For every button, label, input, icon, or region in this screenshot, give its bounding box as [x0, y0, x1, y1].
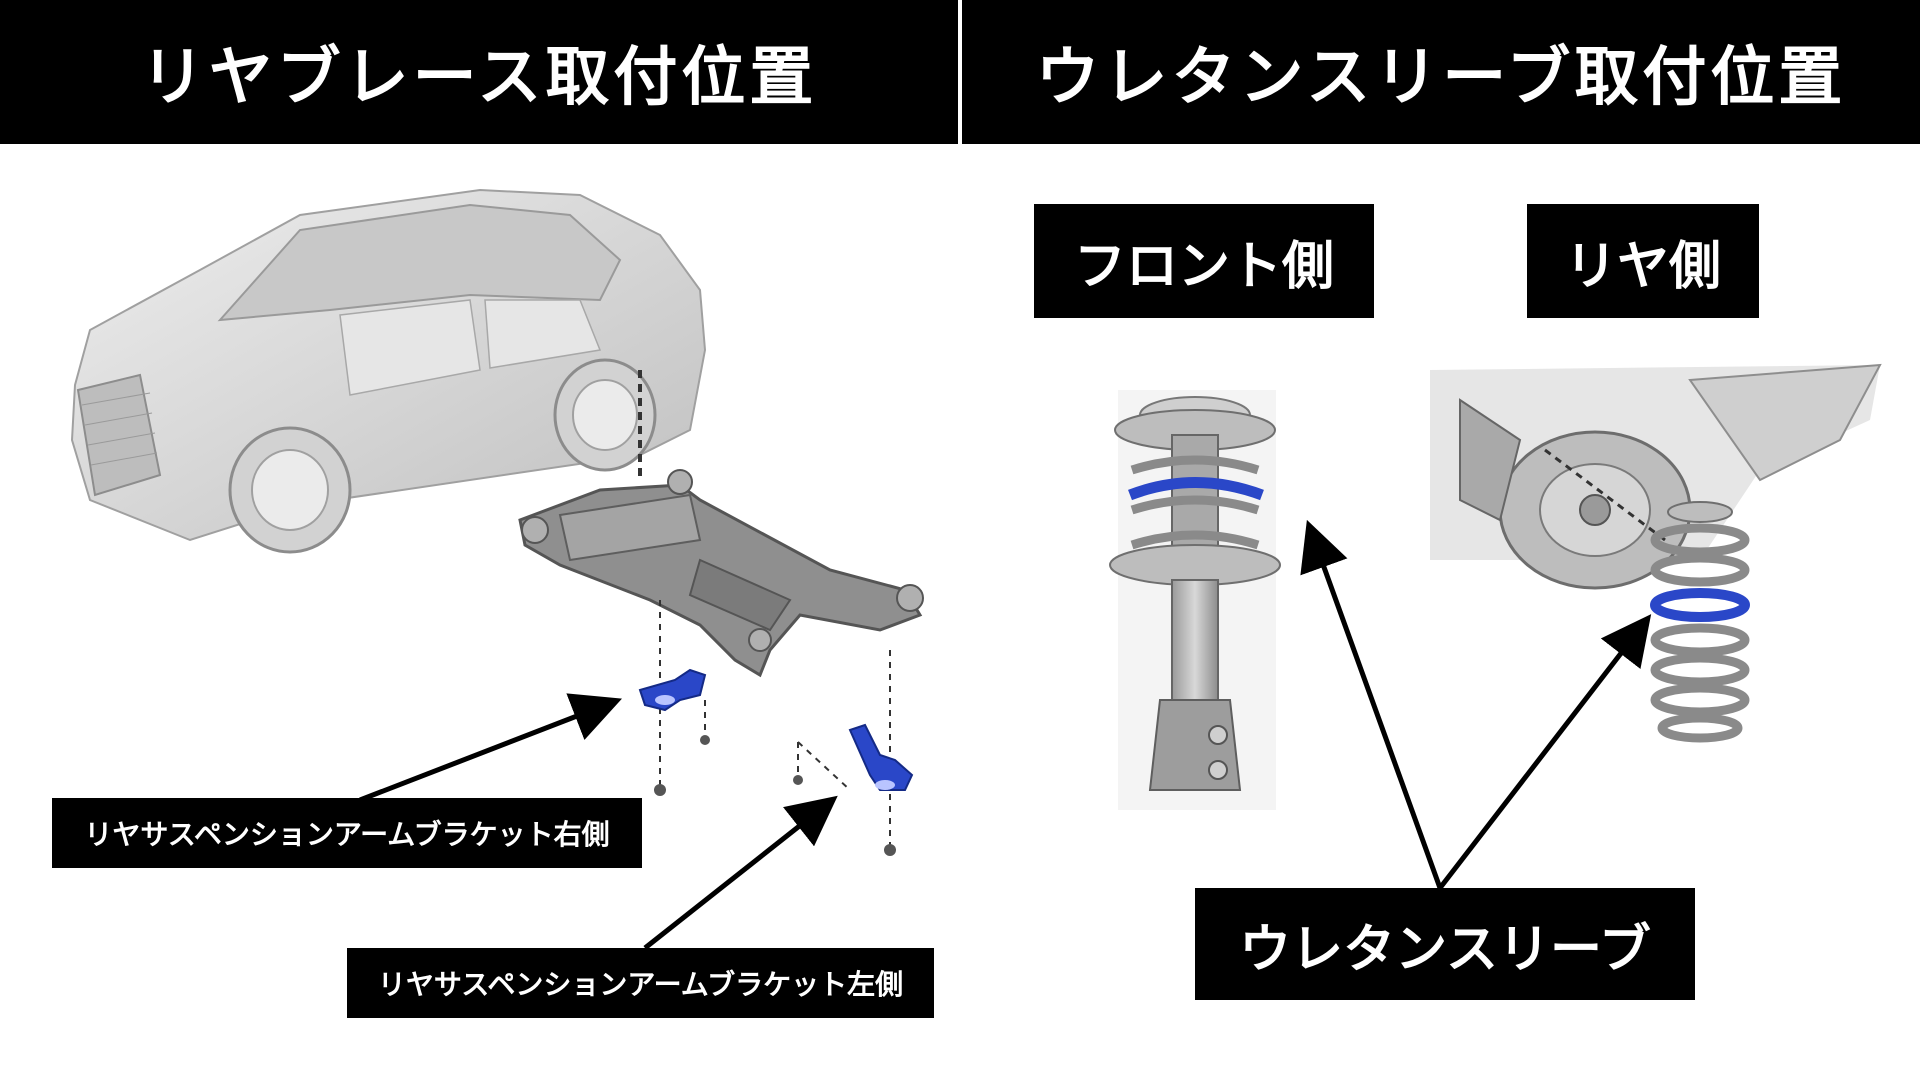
label-bracket-left: リヤサスペンションアームブラケット左側 — [347, 948, 934, 1018]
bolts — [654, 735, 896, 856]
rear-subframe-illustration — [518, 469, 924, 678]
callout-arrows — [359, 519, 1652, 950]
header-rear-brace-position: リヤブレース取付位置 — [0, 0, 958, 144]
front-strut-illustration — [1109, 390, 1281, 810]
label-rear-side: リヤ側 — [1527, 204, 1759, 318]
car-illustration — [70, 188, 707, 554]
label-urethane-sleeve: ウレタンスリーブ — [1195, 888, 1695, 1000]
bracket-right-part — [638, 668, 707, 712]
header-urethane-sleeve-position: ウレタンスリーブ取付位置 — [962, 0, 1920, 144]
guide-lines-brackets — [659, 600, 891, 850]
arrow-front-sleeve — [1300, 519, 1443, 889]
front-urethane-sleeve-mark — [1128, 477, 1264, 501]
rear-urethane-sleeve-mark — [1650, 588, 1750, 622]
bracket-left-part — [848, 723, 914, 791]
label-front-side: フロント側 — [1034, 204, 1374, 318]
rear-brake-illustration — [1430, 363, 1882, 590]
header-divider — [958, 0, 962, 144]
arrow-bracket-right — [359, 693, 622, 803]
arrow-rear-sleeve — [1438, 614, 1652, 890]
rear-spring-illustration — [1650, 501, 1750, 743]
label-bracket-right: リヤサスペンションアームブラケット右側 — [52, 798, 642, 868]
arrow-bracket-left — [643, 795, 838, 950]
